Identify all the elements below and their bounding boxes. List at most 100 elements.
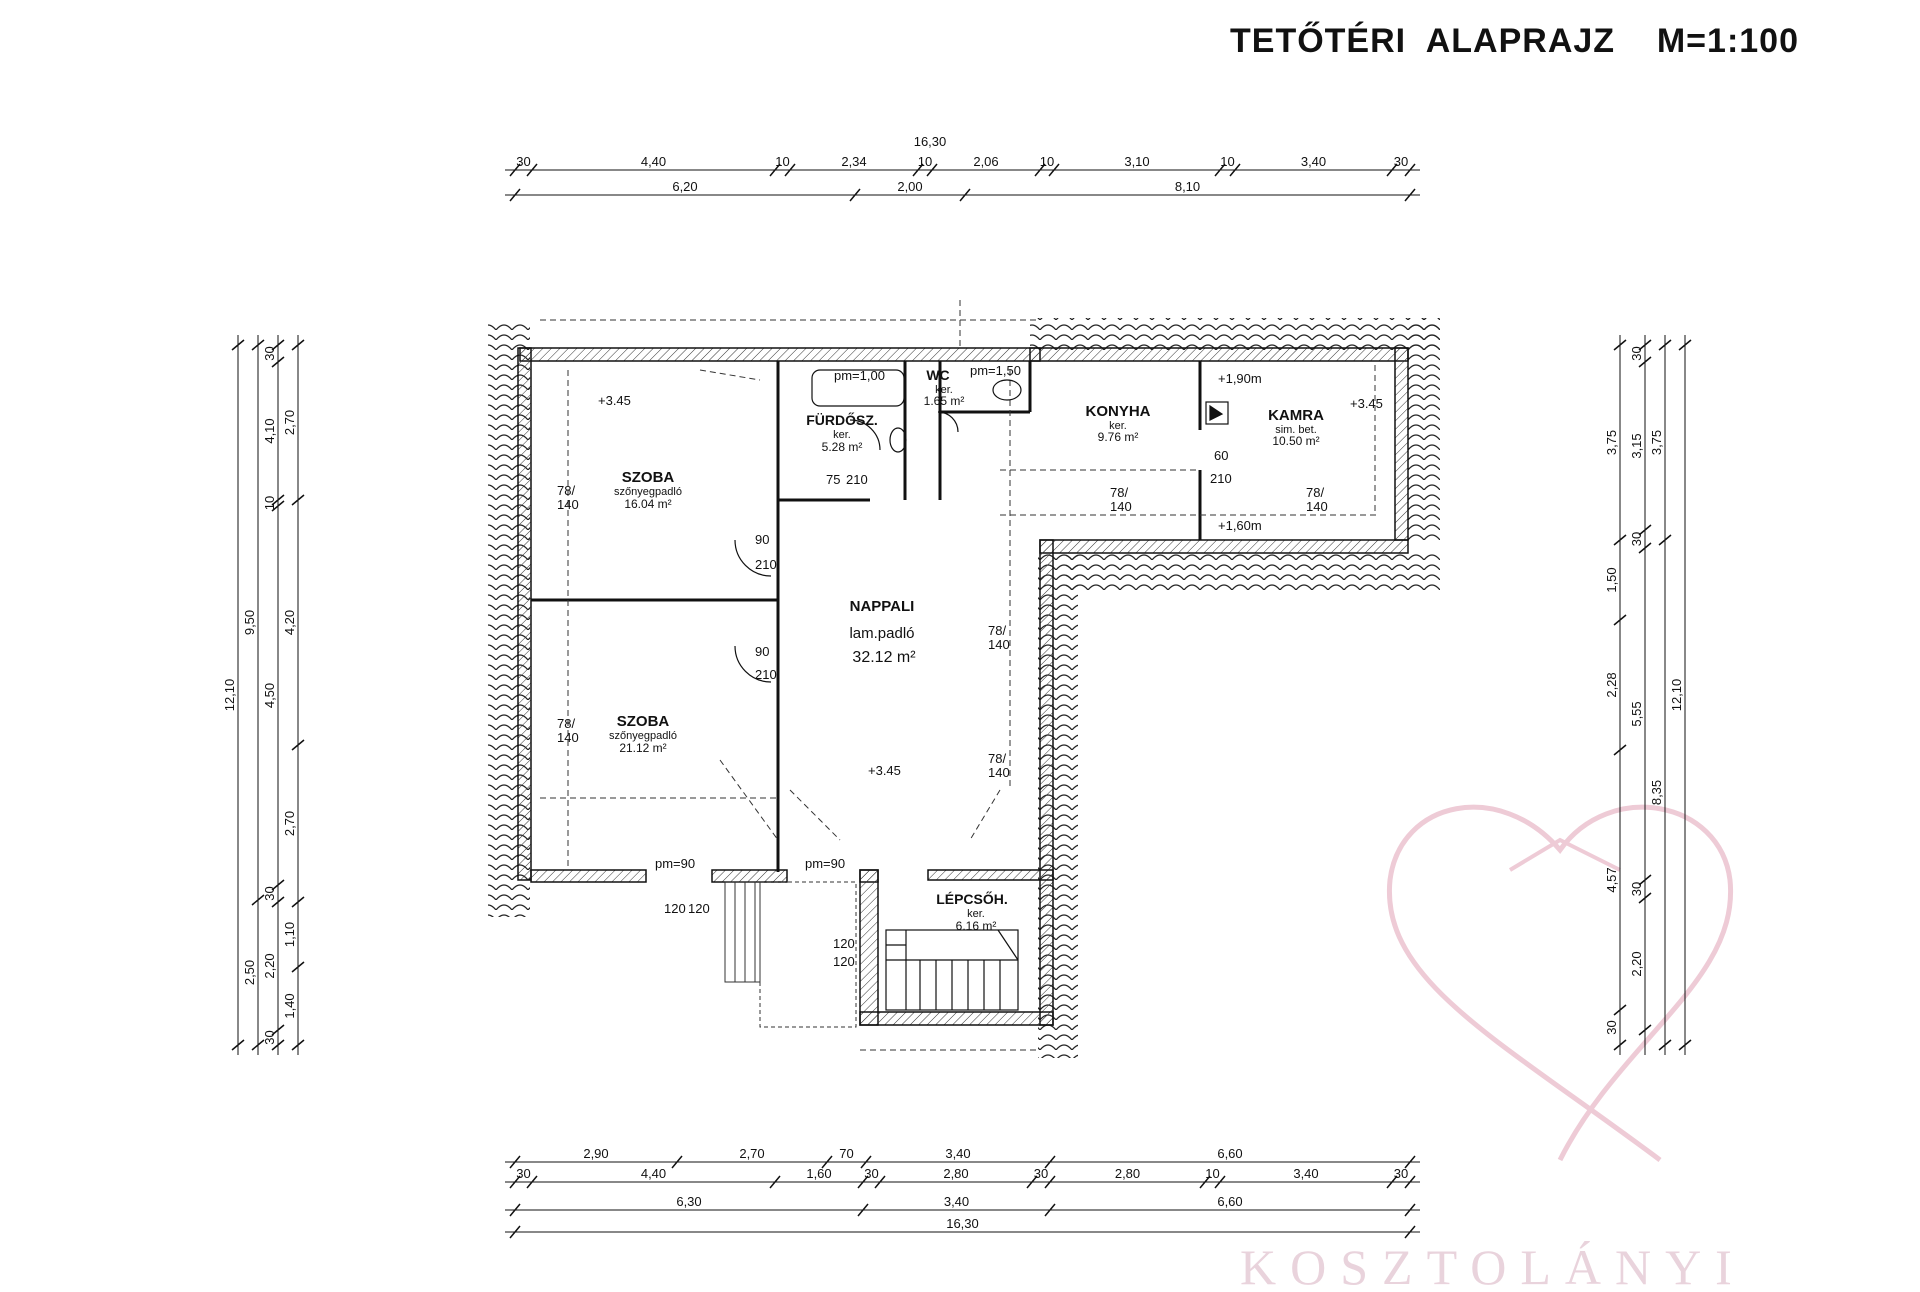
dim-bottom-row3-tick xyxy=(1404,1203,1416,1217)
dim-left-col2-label: 2,50 xyxy=(242,960,257,985)
dimension-chain-left: 12,109,502,50304,10104,50302,20302,704,2… xyxy=(222,335,305,1055)
dim-bottom-row2-label: 1,60 xyxy=(806,1166,831,1181)
dim-right-col1-label: 2,28 xyxy=(1604,672,1619,697)
dim-bottom-row1-label: 6,60 xyxy=(1217,1146,1242,1161)
window-szoba2: 78/140 xyxy=(557,716,579,745)
room-wc-name: WC xyxy=(926,367,949,383)
dim-right-col1-tick xyxy=(1613,614,1627,626)
dim-right-col2-tick xyxy=(1638,339,1652,351)
dim-bottom-row2-label: 30 xyxy=(516,1166,530,1181)
dim-top-row1-label: 2,06 xyxy=(973,154,998,169)
dim-bottom-row1-tick xyxy=(671,1155,683,1169)
dim-bottom-row3-tick xyxy=(857,1203,869,1217)
dim-bottom-row2-label: 30 xyxy=(1034,1166,1048,1181)
dim-bottom-row2-label: 4,40 xyxy=(641,1166,666,1181)
dim-bottom-row2-tick xyxy=(1386,1175,1398,1189)
dim-left-col4-label: 1,40 xyxy=(282,993,297,1018)
dim-left-col3-label: 4,50 xyxy=(262,683,277,708)
dim-left-total-label: 12,10 xyxy=(222,679,237,712)
annotations: +3.45 +3.45 +3.45 +1,90m +1,60m pm=1,00 … xyxy=(557,363,1383,969)
dim-left-col3-label: 30 xyxy=(262,886,277,900)
room-furdo-name: FÜRDŐSZ. xyxy=(806,411,878,428)
dim-left-col4-tick xyxy=(291,961,305,973)
dim-left-col4-tick xyxy=(291,896,305,908)
dim-bottom-row1-tick xyxy=(821,1155,833,1169)
room-nappali-floor: lam.padló xyxy=(849,625,914,642)
pm-nappali: pm=90 xyxy=(805,856,845,871)
dim-top-row1-tick xyxy=(912,163,924,177)
dim-top-row1-tick xyxy=(526,163,538,177)
dim-bottom-row1-label: 3,40 xyxy=(945,1146,970,1161)
door-kamra-h: 210 xyxy=(1210,471,1232,486)
dim-left-col4-label: 2,70 xyxy=(282,410,297,435)
dim-bottom-row3-label: 6,60 xyxy=(1217,1194,1242,1209)
window-nappali-1: 78/140 xyxy=(988,623,1010,652)
dim-top-row1-tick xyxy=(784,163,796,177)
room-szoba2-name: SZOBA xyxy=(617,713,670,730)
dim-left-col4-label: 1,10 xyxy=(282,922,297,947)
dim-bottom-row3-tick xyxy=(509,1203,521,1217)
watermark-text: KOSZTOLÁNYI xyxy=(1240,1239,1746,1292)
dim-top-row1-label: 4,40 xyxy=(641,154,666,169)
dim-right-col2-label: 2,20 xyxy=(1629,951,1644,976)
door-szoba1-w: 90 xyxy=(755,532,769,547)
pm-furdo: pm=1,00 xyxy=(834,368,885,383)
dim-left-total-tick xyxy=(231,1039,245,1051)
window-nappali-2: 78/140 xyxy=(988,751,1010,780)
level-kamra-bottom: +1,60m xyxy=(1218,518,1262,533)
dim-top-row2-tick xyxy=(849,188,861,202)
entrance-steps xyxy=(724,881,857,1028)
dim-left-col4-tick xyxy=(291,1039,305,1051)
dim-top-row2-tick xyxy=(509,188,521,202)
dim-bottom-row2-tick xyxy=(769,1175,781,1189)
dim-right-col2-label: 30 xyxy=(1629,532,1644,546)
dim-bottom-row2-tick xyxy=(526,1175,538,1189)
room-konyha-floor: ker. xyxy=(1109,420,1127,432)
dim-right-col2-tick xyxy=(1638,1024,1652,1036)
room-furdo-floor: ker. xyxy=(833,429,851,441)
dim-bottom-row1-label: 70 xyxy=(839,1146,853,1161)
toilet-wc xyxy=(992,379,1022,401)
drawing-title: TETŐTÉRI ALAPRAJZ M=1:100 xyxy=(1230,22,1799,60)
room-szoba2-floor: szőnyegpadló xyxy=(609,730,677,742)
door-entry-h: 120 xyxy=(833,954,855,969)
walls xyxy=(517,347,1409,1026)
dim-left-col4-label: 4,20 xyxy=(282,610,297,635)
dim-top-row1-label: 10 xyxy=(918,154,932,169)
bathtub xyxy=(811,369,905,407)
dim-right-col3-label: 3,75 xyxy=(1649,430,1664,455)
dim-top-row1-tick xyxy=(769,163,781,177)
dim-top-row1-tick xyxy=(509,163,521,177)
dim-right-col2-tick xyxy=(1638,524,1652,536)
dim-top-row2-label: 6,20 xyxy=(672,179,697,194)
dim-right-total-label: 12,10 xyxy=(1669,679,1684,712)
dim-top-row1-tick xyxy=(1048,163,1060,177)
dim-bottom-row2-tick xyxy=(857,1175,869,1189)
dim-bottom-total-tick xyxy=(1404,1225,1416,1239)
dim-right-col2-tick xyxy=(1638,356,1652,368)
door-szoba1-h: 210 xyxy=(755,557,777,572)
dim-bottom-row2-label: 3,40 xyxy=(1293,1166,1318,1181)
dim-top-row1-tick xyxy=(1404,163,1416,177)
dim-bottom-row2-label: 30 xyxy=(1394,1166,1408,1181)
dim-bottom-row1-label: 2,70 xyxy=(739,1146,764,1161)
dim-left-col4-tick xyxy=(291,339,305,351)
dim-top-row2-tick xyxy=(959,188,971,202)
dim-bottom-row2-label: 30 xyxy=(864,1166,878,1181)
dim-right-col3-tick xyxy=(1658,1039,1672,1051)
dim-bottom-row2-tick xyxy=(509,1175,521,1189)
dimension-chain-right: 3,751,502,284,5730303,15305,55302,203,75… xyxy=(1604,335,1692,1055)
level-nappali: +3.45 xyxy=(868,763,901,778)
dim-bottom-row2-label: 2,80 xyxy=(1115,1166,1140,1181)
room-kamra-name: KAMRA xyxy=(1268,407,1324,424)
dim-bottom-row2-label: 2,80 xyxy=(943,1166,968,1181)
dim-left-col3-tick xyxy=(271,356,285,368)
dim-right-col1-tick xyxy=(1613,1039,1627,1051)
dim-top-row1-tick xyxy=(1386,163,1398,177)
room-kamra-floor: sim. bet. xyxy=(1275,424,1317,436)
dim-top-row1-label: 3,40 xyxy=(1301,154,1326,169)
dim-right-col2-label: 30 xyxy=(1629,346,1644,360)
